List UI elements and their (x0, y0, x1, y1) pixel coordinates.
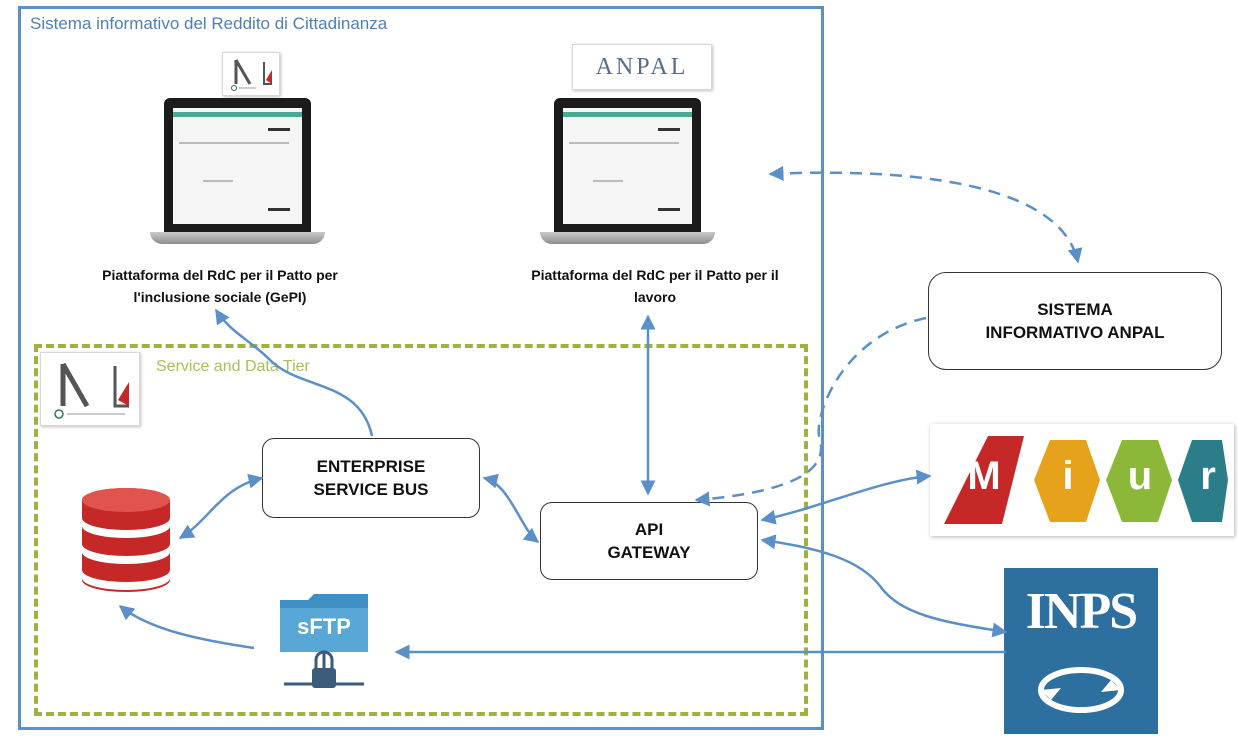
service-data-tier-frame (34, 344, 808, 716)
esb-to-database-arrow (178, 473, 264, 540)
anpal-logo-text: ANPAL (595, 53, 689, 80)
anpal-system-label-line2: INFORMATIVO ANPAL (985, 323, 1165, 342)
lavoro-laptop (540, 98, 715, 246)
esb-label-line2: SERVICE BUS (313, 480, 429, 499)
api-to-miur-arrow (760, 469, 932, 525)
gepi-platform-caption: Piattaforma del RdC per il Patto per l'i… (70, 264, 370, 308)
api-to-inps-arrow (760, 534, 1008, 638)
gepi-caption-line1: Piattaforma del RdC per il Patto per (102, 267, 338, 283)
lavoro-to-anpal-system-dashed-arrow (768, 165, 1083, 264)
miur-logo: M i u r (930, 424, 1234, 536)
sftp-server: sFTP (276, 590, 372, 694)
database-icon (82, 488, 170, 592)
api-gateway-node: API GATEWAY (540, 502, 758, 580)
inps-logo-text: INPS (1025, 583, 1138, 640)
lavoro-caption-line2: lavoro (633, 289, 676, 305)
gepi-caption-line2: l'inclusione sociale (GePI) (133, 289, 307, 305)
ministry-logo-inner (40, 352, 140, 426)
miur-letter-r: r (1200, 454, 1216, 498)
inps-logo: INPS (1004, 568, 1158, 734)
rdc-system-title: Sistema informativo del Reddito di Citta… (30, 14, 388, 33)
miur-letter-i: i (1062, 454, 1074, 498)
sftp-to-database-arrow (118, 605, 255, 650)
api-label-line2: GATEWAY (607, 543, 691, 562)
lavoro-caption-line1: Piattaforma del RdC per il Patto per il (531, 267, 779, 283)
lavoro-platform-caption: Piattaforma del RdC per il Patto per il … (490, 264, 820, 308)
sftp-label: sFTP (297, 614, 351, 639)
anpal-system-to-api-dashed-arrow (694, 316, 927, 507)
anpal-system-label-line1: SISTEMA (1037, 300, 1113, 319)
esb-to-api-arrow (482, 473, 540, 543)
ministry-emblem-icon (54, 362, 129, 419)
ministry-logo-top (222, 52, 280, 96)
gepi-laptop (150, 98, 325, 246)
sftp-folder-icon (280, 594, 368, 688)
miur-blocks-icon (944, 436, 1228, 524)
rdc-system-frame (18, 6, 824, 730)
miur-letter-u: u (1127, 454, 1153, 498)
anpal-logo: ANPAL (572, 44, 712, 90)
api-label-line1: API (634, 520, 664, 539)
ministry-emblem-icon (231, 59, 272, 91)
esb-label-line1: ENTERPRISE (316, 457, 426, 476)
anpal-information-system-node: SISTEMA INFORMATIVO ANPAL (928, 272, 1222, 370)
enterprise-service-bus-node: ENTERPRISE SERVICE BUS (262, 438, 480, 518)
miur-letter-m: M (967, 454, 1001, 498)
esb-to-gepi-arrow (214, 308, 374, 437)
inps-swirl-icon (1038, 667, 1124, 713)
